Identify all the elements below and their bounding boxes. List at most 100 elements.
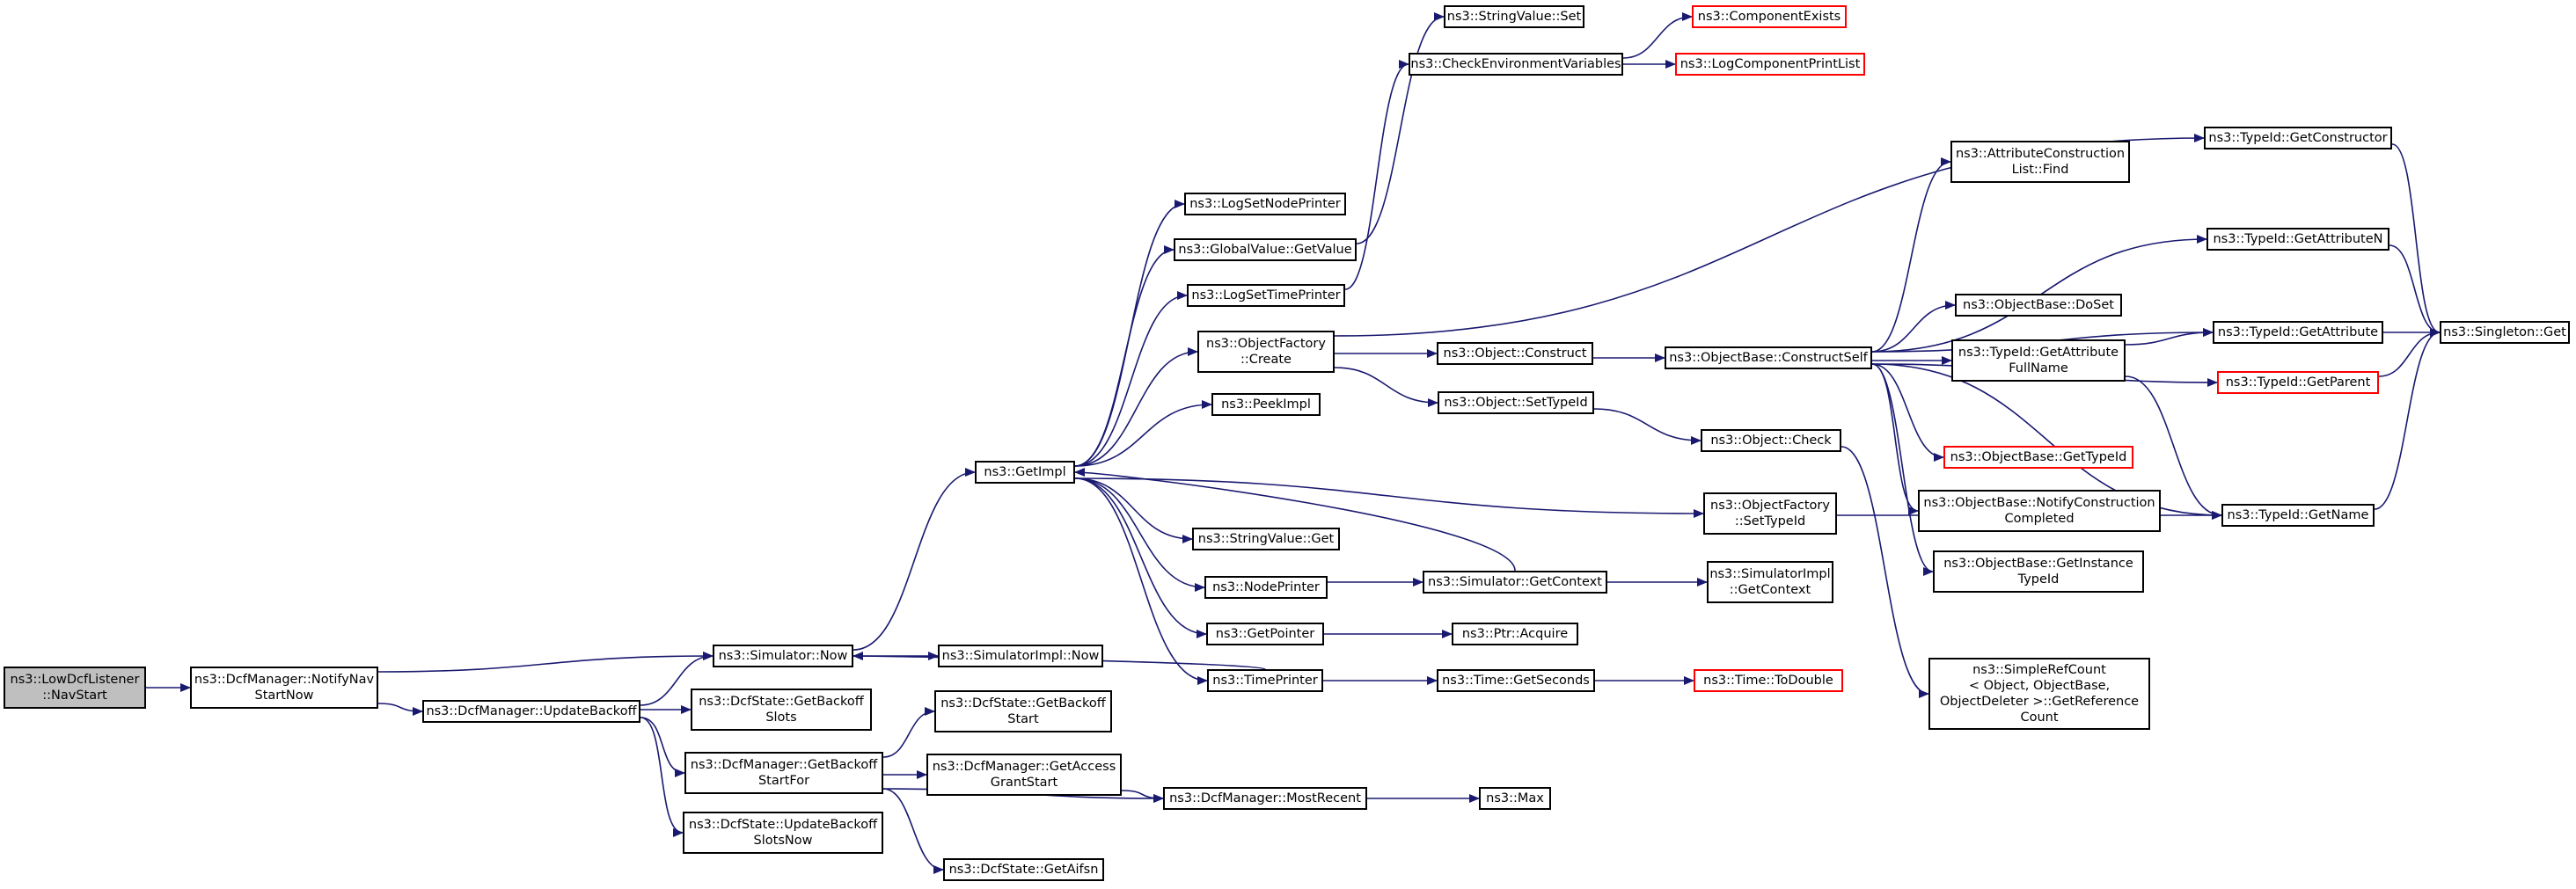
node-check-env-vars[interactable]: ns3::CheckEnvironmentVariables <box>1409 53 1623 76</box>
node-label-line: ns3::Ptr::Acquire <box>1461 627 1569 641</box>
node-singleton-get[interactable]: ns3::Singleton::Get <box>2440 321 2570 344</box>
node-type-id-get-constructor[interactable]: ns3::TypeId::GetConstructor <box>2204 127 2392 149</box>
node-global-value-get-value[interactable]: ns3::GlobalValue::GetValue <box>1174 238 1357 261</box>
node-label-line: ns3::DcfManager::MostRecent <box>1169 791 1361 805</box>
node-label-line: ns3::DcfManager::UpdateBackoff <box>426 704 637 718</box>
node-object-check[interactable]: ns3::Object::Check <box>1701 429 1841 452</box>
edge-updateBackoff-to-simNow <box>640 652 714 706</box>
node-label-line: ns3::SimpleRefCount <box>1972 663 2106 677</box>
node-label-line: ns3::ObjectFactory <box>1710 499 1830 513</box>
edge-typeIdGetConstructor-to-singletonGet <box>2391 143 2441 337</box>
node-object-base-get-type-id[interactable]: ns3::ObjectBase::GetTypeId <box>1943 446 2133 469</box>
edge-objectBaseConstructSelf-to-attrConstructionListFind <box>1871 157 1951 353</box>
node-type-id-get-name[interactable]: ns3::TypeId::GetName <box>2221 504 2375 527</box>
node-label-line: ns3::Object::SetTypeId <box>1444 396 1588 410</box>
node-type-id-get-attribute[interactable]: ns3::TypeId::GetAttribute <box>2213 321 2383 344</box>
node-label-line: ns3::TypeId::GetAttributeN <box>2213 232 2383 246</box>
node-object-construct[interactable]: ns3::Object::Construct <box>1437 342 1593 365</box>
node-label-line: ns3::ObjectBase::NotifyConstruction <box>1923 496 2155 510</box>
node-label-line: ns3::TimePrinter <box>1212 674 1318 688</box>
node-update-backoff[interactable]: ns3::DcfManager::UpdateBackoff <box>422 700 640 723</box>
node-label-line: ::Create <box>1240 353 1292 367</box>
node-label-line: Start <box>1007 712 1039 726</box>
node-label-line: ns3::TypeId::GetName <box>2227 508 2369 522</box>
edge-getImpl-to-globalValueGetValue <box>1074 245 1175 467</box>
node-label-line: ns3::Simulator::GetContext <box>1428 575 1602 589</box>
node-simple-ref-count-get-reference-count[interactable]: ns3::SimpleRefCount< Object, ObjectBase,… <box>1928 658 2150 730</box>
node-sim-impl-now[interactable]: ns3::SimulatorImpl::Now <box>938 645 1103 667</box>
node-object-set-type-id[interactable]: ns3::Object::SetTypeId <box>1438 391 1594 414</box>
node-object-base-construct-self[interactable]: ns3::ObjectBase::ConstructSelf <box>1665 346 1872 369</box>
node-label-line: GrantStart <box>990 776 1058 790</box>
node-object-factory-set-type-id[interactable]: ns3::ObjectFactory::SetTypeId <box>1703 492 1837 535</box>
node-component-exists[interactable]: ns3::ComponentExists <box>1692 5 1847 28</box>
edge-getImpl-to-timePrinter <box>1074 477 1208 685</box>
edge-globalValueGetValue-to-stringValueSet <box>1356 12 1445 244</box>
node-label-line: ns3::DcfState::GetBackoff <box>699 695 864 709</box>
node-max[interactable]: ns3::Max <box>1479 787 1551 810</box>
node-label-line: ns3::ObjectBase::GetInstance <box>1943 557 2133 571</box>
edge-typeIdGetAttributeN-to-singletonGet <box>2389 244 2441 337</box>
node-label-line: ns3::DcfManager::NotifyNav <box>194 673 375 687</box>
edge-typeIdGetParent-to-singletonGet <box>2378 328 2441 377</box>
edge-typeIdGetName-to-singletonGet <box>2374 328 2441 510</box>
node-object-factory-create[interactable]: ns3::ObjectFactory::Create <box>1197 331 1335 373</box>
node-log-set-time-printer[interactable]: ns3::LogSetTimePrinter <box>1187 284 1345 307</box>
node-time-get-seconds[interactable]: ns3::Time::GetSeconds <box>1437 669 1595 692</box>
node-string-value-set[interactable]: ns3::StringValue::Set <box>1444 5 1584 28</box>
node-sim-impl-get-context[interactable]: ns3::SimulatorImpl::GetContext <box>1707 561 1833 603</box>
edge-simNow-to-getImpl <box>853 468 976 651</box>
node-label-line: ns3::Time::ToDouble <box>1703 674 1833 688</box>
node-sim-now[interactable]: ns3::Simulator::Now <box>713 645 853 667</box>
node-label-line: ::NavStart <box>42 689 107 703</box>
node-label-line: ns3::GetImpl <box>984 465 1066 479</box>
edge-checkEnvVars-to-componentExists <box>1622 12 1693 59</box>
node-get-pointer[interactable]: ns3::GetPointer <box>1206 623 1324 645</box>
edge-objectBaseConstructSelf-to-objectBaseGetInstanceTypeId <box>1871 363 1934 576</box>
node-label-line: ns3::Simulator::Now <box>718 649 848 663</box>
edge-getImpl-to-nodePrinter <box>1074 477 1205 592</box>
node-label-line: FullName <box>2009 361 2068 375</box>
node-time-printer[interactable]: ns3::TimePrinter <box>1207 669 1323 692</box>
node-peek-impl[interactable]: ns3::PeekImpl <box>1211 393 1321 416</box>
node-type-id-get-attribute-n[interactable]: ns3::TypeId::GetAttributeN <box>2206 228 2389 251</box>
node-log-component-print-list[interactable]: ns3::LogComponentPrintList <box>1675 53 1865 76</box>
node-get-aifsn[interactable]: ns3::DcfState::GetAifsn <box>943 858 1104 881</box>
node-get-impl[interactable]: ns3::GetImpl <box>975 461 1075 484</box>
node-node-printer[interactable]: ns3::NodePrinter <box>1204 576 1328 599</box>
node-label-line: ns3::AttributeConstruction <box>1955 147 2126 161</box>
node-time-to-double[interactable]: ns3::Time::ToDouble <box>1694 669 1843 692</box>
node-type-id-get-parent[interactable]: ns3::TypeId::GetParent <box>2217 371 2379 394</box>
node-label-line: ns3::GetPointer <box>1215 627 1315 641</box>
node-label-line: TypeId <box>2017 572 2060 587</box>
node-label-line: ns3::SimulatorImpl::Now <box>941 649 1100 663</box>
node-label-line: ns3::LogSetTimePrinter <box>1191 288 1341 302</box>
node-string-value-get[interactable]: ns3::StringValue::Get <box>1192 528 1340 550</box>
edge-getImpl-to-objectFactoryCreate <box>1074 347 1198 467</box>
node-label-line: StartNow <box>254 689 314 703</box>
edge-notifyNav-to-updateBackoff <box>377 703 423 716</box>
node-most-recent[interactable]: ns3::DcfManager::MostRecent <box>1163 787 1367 810</box>
edge-getImpl-to-stringValueGet <box>1074 477 1193 543</box>
node-label-line: ns3::GlobalValue::GetValue <box>1178 243 1352 257</box>
node-label-line: ns3::Singleton::Get <box>2443 325 2566 339</box>
node-label-line: ns3::TypeId::GetAttribute <box>1958 346 2119 360</box>
node-sim-get-context[interactable]: ns3::Simulator::GetContext <box>1423 571 1607 594</box>
node-object-base-do-set[interactable]: ns3::ObjectBase::DoSet <box>1955 294 2122 317</box>
edge-objectBaseConstructSelf-to-objectBaseNotifyConstructionCompleted <box>1871 363 1919 515</box>
node-label-line: ns3::Object::Construct <box>1443 346 1587 361</box>
node-ptr-acquire[interactable]: ns3::Ptr::Acquire <box>1452 623 1578 645</box>
node-label-line: Slots <box>765 710 797 725</box>
node-log-set-node-printer[interactable]: ns3::LogSetNodePrinter <box>1184 193 1346 215</box>
